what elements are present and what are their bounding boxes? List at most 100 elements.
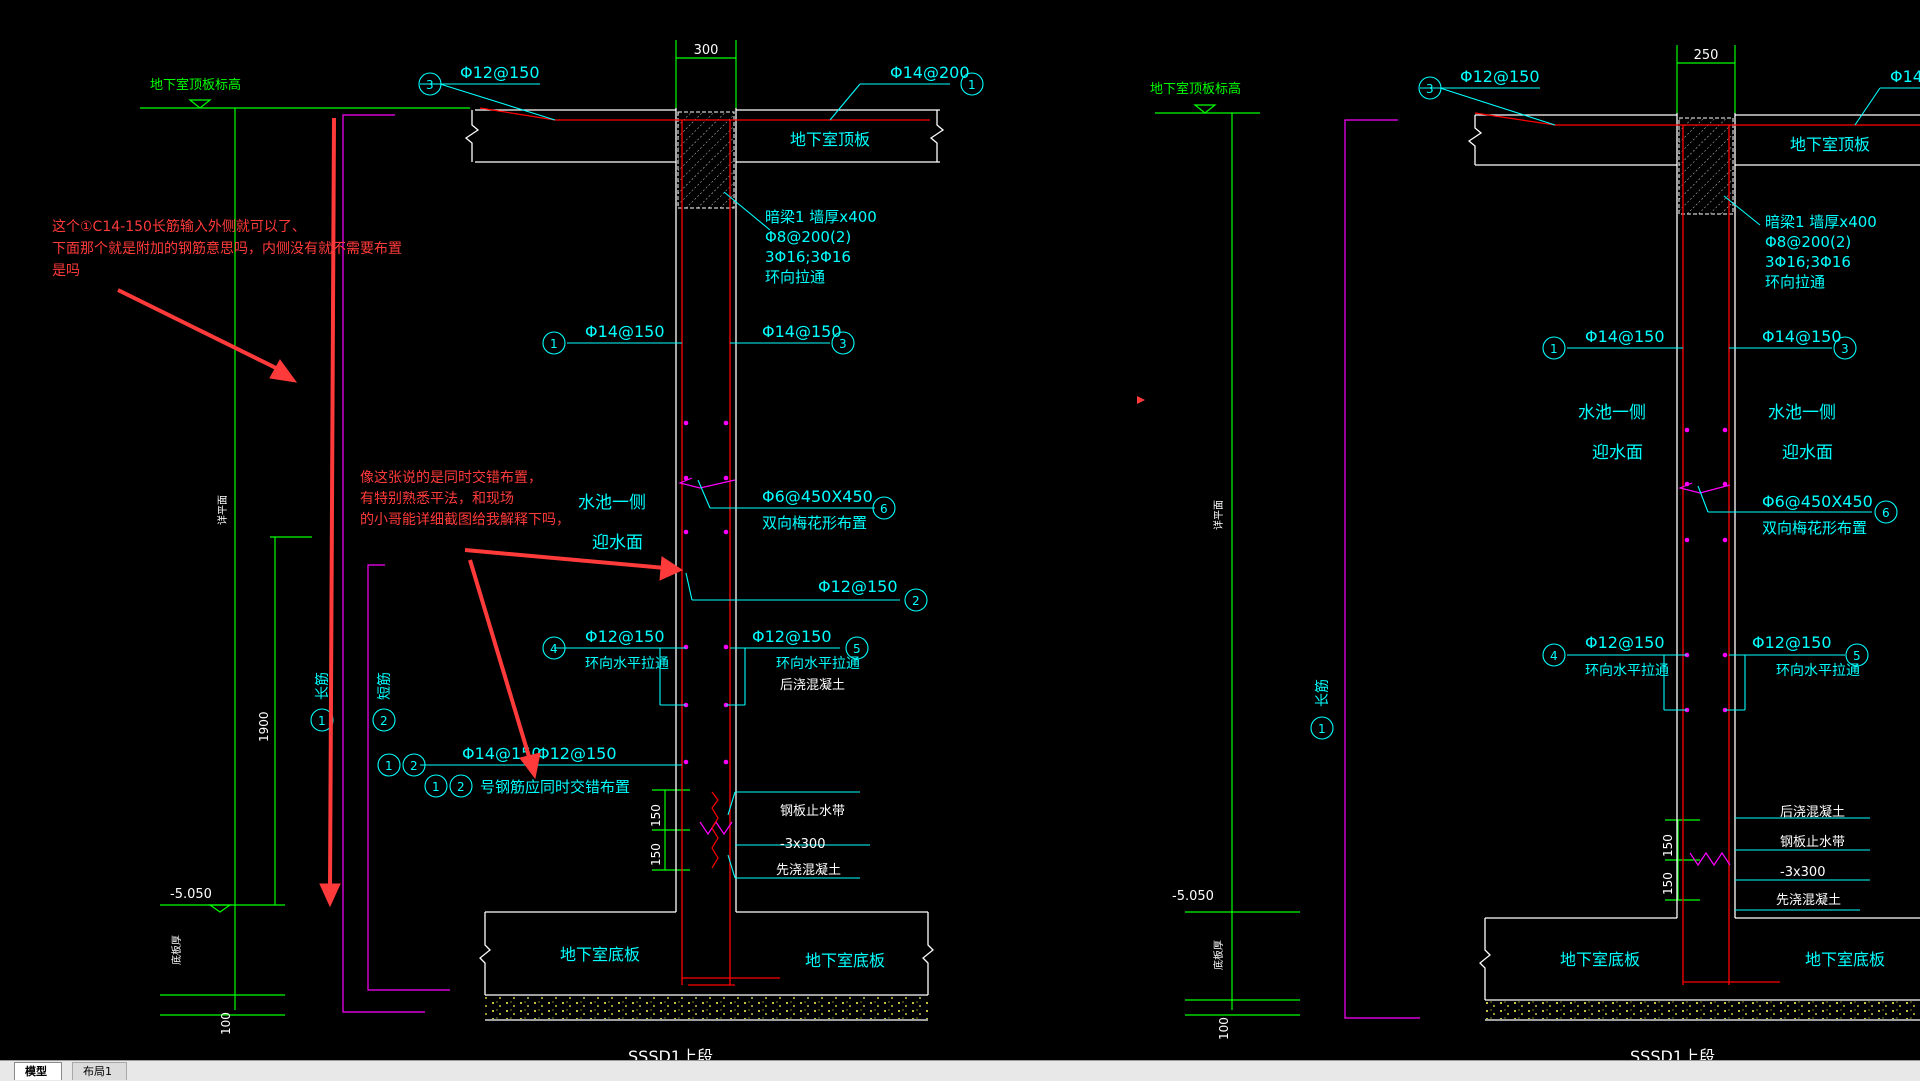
right-beam-note-2: Φ8@200(2): [1765, 233, 1851, 251]
right-roof-slab-label: 地下室顶板: [1790, 135, 1870, 154]
right-top-right-spec: Φ14: [1890, 67, 1920, 86]
right-pool-side-left-2: 迎水面: [1592, 443, 1643, 463]
right-rebar1-num: 1: [1550, 342, 1558, 356]
left-beam-note-4: 环向拉通: [765, 268, 825, 286]
right-leader-lines: [1420, 87, 1920, 911]
right-rebar4-spec: Φ12@150: [1585, 633, 1665, 652]
right-pool-side-right-1: 水池一侧: [1768, 403, 1836, 423]
left-rebar5-spec: Φ12@150: [752, 627, 832, 646]
right-rebar-dots: [1684, 427, 1728, 713]
left-beam-note-3: 3Φ16;3Φ16: [765, 248, 851, 266]
left-rebar1-spec: Φ14@150: [585, 322, 665, 341]
right-floor-slab-a: 地下室底板: [1560, 950, 1640, 969]
left-rebar-dots: [683, 420, 729, 765]
left-combo-spec2: Φ12@150: [537, 744, 617, 763]
left-pool-side-2: 迎水面: [592, 533, 643, 553]
right-beam-note-1: 暗梁1 墙厚x400: [1765, 213, 1877, 231]
right-concrete-outline: [1467, 113, 1920, 1021]
right-dimension-lines: [1155, 45, 1736, 1016]
left-rebar6-note: 双向梅花形布置: [762, 514, 867, 532]
comment-1-line-3: 是吗: [52, 263, 80, 279]
right-dim-150a: 150: [1661, 834, 1675, 857]
left-level: -5.050: [170, 887, 212, 902]
left-rebar-number-circles: [310, 72, 984, 798]
right-rebar6-num: 6: [1882, 506, 1890, 520]
right-rebar6-spec: Φ6@450X450: [1762, 492, 1873, 511]
comment-2-line-3: 的小哥能详细截图给我解释下吗，: [360, 512, 570, 528]
left-beam-note-2: Φ8@200(2): [765, 228, 851, 246]
left-waterstop: 钢板止水带: [780, 804, 845, 819]
left-floor-slab-b: 地下室底板: [805, 951, 885, 970]
left-roof-slab-label: 地下室顶板: [790, 130, 870, 149]
left-waterstop-zigzag: [699, 820, 733, 836]
left-add-bar-text: 短筋: [376, 672, 393, 700]
right-rebar-number-circles: [1310, 76, 1898, 740]
left-rebar1-num: 1: [550, 337, 558, 351]
right-rebar: [1474, 112, 1920, 985]
right-long-bar-text: 长筋: [1314, 679, 1331, 707]
comment-arrows: [117, 117, 684, 908]
left-dim-100: 100: [219, 1012, 233, 1035]
left-top-left-spec: Φ12@150: [460, 63, 540, 82]
left-cushion-layer: [485, 996, 928, 1019]
left-concrete-outline: [464, 108, 945, 1021]
comment-1-line-1: 这个①C14-150长筋输入外侧就可以了、: [52, 218, 306, 235]
left-top-right-spec: Φ14@200: [890, 63, 970, 82]
left-combo-note-num2: 2: [457, 780, 465, 794]
left-rebar4-note: 环向水平拉通: [585, 656, 669, 672]
left-rebar6-spec: Φ6@450X450: [762, 487, 873, 506]
left-dim-150b: 150: [649, 843, 663, 866]
right-top-left-num: 3: [1426, 82, 1434, 96]
left-rebar2-num: 2: [912, 594, 920, 608]
right-post-pour: 后浇混凝土: [1780, 804, 1845, 820]
right-v-label: 详平面: [1212, 500, 1225, 530]
right-dim-150b: 150: [1661, 872, 1675, 895]
right-rebar4-num: 4: [1550, 649, 1558, 663]
left-section-title: SSSD1上段: [628, 1047, 713, 1060]
comment-2-line-2: 有特别熟悉平法，和现场: [360, 491, 514, 507]
right-rebar3-num: 3: [1841, 342, 1849, 356]
left-combo-note-num1: 1: [432, 780, 440, 794]
comment-1-line-2: 下面那个就是附加的钢筋意思吗，内侧没有就不需要布置: [52, 240, 402, 257]
right-pool-side-left-1: 水池一侧: [1578, 403, 1646, 423]
left-dim-1900: 1900: [257, 711, 271, 742]
right-wall-thickness: 250: [1694, 48, 1719, 63]
left-post-pour: 后浇混凝土: [780, 677, 845, 693]
right-pool-side-right-2: 迎水面: [1782, 443, 1833, 463]
left-combo-note-text: 号钢筋应同时交错布置: [480, 778, 630, 796]
left-v-label: 详平面: [216, 495, 229, 525]
right-top-left-spec: Φ12@150: [1460, 67, 1540, 86]
right-dim-100: 100: [1217, 1017, 1231, 1040]
comment-2-line-1: 像这张说的是同时交错布置，: [360, 469, 542, 486]
left-rebar2-spec: Φ12@150: [818, 577, 898, 596]
right-beam-note-3: 3Φ16;3Φ16: [1765, 253, 1851, 271]
right-rebar1-spec: Φ14@150: [1585, 327, 1665, 346]
left-wall-thickness: 300: [694, 43, 719, 58]
tab-model[interactable]: 模型: [14, 1062, 62, 1080]
right-pre-pour: 先浇混凝土: [1776, 892, 1841, 908]
left-rebar6-num: 6: [880, 502, 888, 516]
left-rebar3-num: 3: [839, 337, 847, 351]
left-section: 地下室顶板标高 300 地下室顶板 3 Φ12@150 1 Φ14@200 暗梁…: [140, 40, 984, 1060]
left-added-bars: [342, 114, 736, 1013]
right-rebar5-spec: Φ12@150: [1752, 633, 1832, 652]
left-rebar3-spec: Φ14@150: [762, 322, 842, 341]
right-waterstop-zigzag: [1689, 851, 1731, 867]
right-rebar5-num: 5: [1853, 649, 1861, 663]
tab-layout1[interactable]: 布局1: [72, 1062, 127, 1080]
right-cushion-layer: [1485, 1001, 1920, 1019]
right-slab-thick: 底板厚: [1212, 940, 1225, 970]
right-rebar5-note: 环向水平拉通: [1776, 663, 1860, 679]
left-add-bar-num: 2: [380, 714, 388, 728]
right-rebar3-spec: Φ14@150: [1762, 327, 1842, 346]
left-rebar4-num: 4: [550, 642, 558, 656]
left-pool-side-1: 水池一侧: [578, 493, 646, 513]
left-waterstop-plate: [711, 791, 719, 869]
left-rebar5-note: 环向水平拉通: [776, 656, 860, 672]
left-top-left-num: 3: [426, 78, 434, 92]
left-roof-level: 地下室顶板标高: [150, 77, 241, 93]
right-beam-note-4: 环向拉通: [1765, 273, 1825, 291]
right-roof-level: 地下室顶板标高: [1150, 81, 1241, 97]
left-long-bar-text: 长筋: [314, 672, 331, 700]
